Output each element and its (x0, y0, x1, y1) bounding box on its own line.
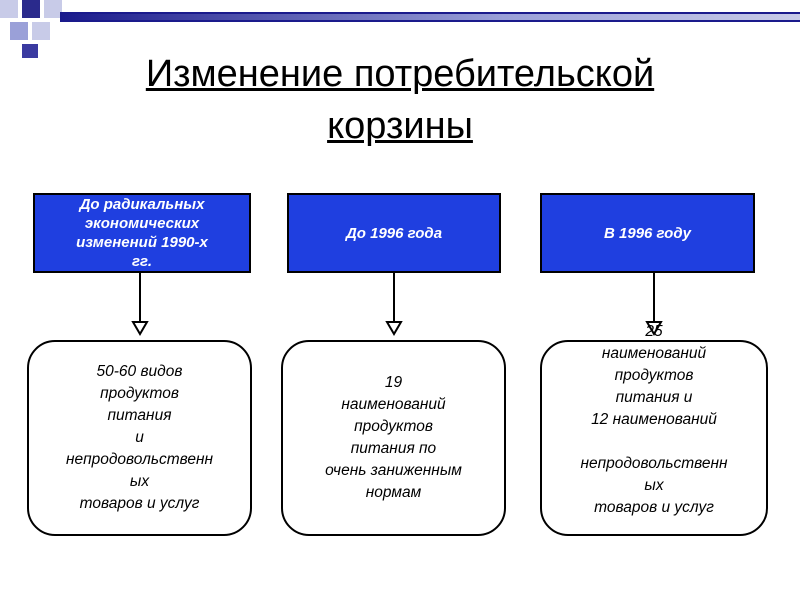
header-1-line-1: До радикальных (79, 196, 205, 213)
page-title: Изменение потребительской корзины (60, 48, 740, 152)
detail-1-line-1: 50-60 видов (96, 363, 183, 380)
header-box-before-1996: До 1996 года (287, 193, 501, 273)
detail-3-line-9: товаров и услуг (594, 499, 714, 516)
detail-1-line-4: и (135, 429, 144, 446)
detail-3-line-7: непродовольственн (580, 455, 728, 472)
detail-box-before-reforms: 50-60 видов продуктов питания и непродов… (27, 340, 252, 536)
decorative-header-pattern (0, 0, 800, 58)
detail-2-line-2: наименований (341, 396, 446, 413)
detail-1-line-3: питания (107, 407, 172, 424)
arrow-1 (131, 273, 149, 336)
header-1-line-3: изменений 1990-х (76, 234, 208, 251)
detail-box-before-1996: 19 наименований продуктов питания по оче… (281, 340, 506, 536)
detail-2-line-3: продуктов (354, 418, 433, 435)
detail-2-line-1: 19 (384, 374, 403, 391)
detail-3-line-2: наименований (601, 345, 707, 362)
detail-2-line-6: нормам (365, 484, 422, 501)
detail-3-line-5: 12 наименований (591, 411, 717, 428)
header-2-label: До 1996 года (345, 224, 443, 242)
detail-1-line-2: продуктов (100, 385, 179, 402)
detail-3-line-3: продуктов (614, 367, 694, 384)
detail-3-line-4: питания и (615, 389, 693, 406)
detail-2-line-5: очень заниженным (325, 462, 462, 479)
detail-2-line-4: питания по (350, 440, 437, 457)
detail-3-line-8: ых (644, 477, 664, 494)
detail-1-line-7: товаров и услуг (79, 495, 200, 512)
detail-3-line-1: 25 (645, 323, 663, 340)
detail-box-in-1996: 25 наименований продуктов питания и 12 н… (540, 323, 768, 536)
detail-3-line-6 (580, 431, 727, 453)
header-1-line-4: гг. (132, 253, 152, 270)
title-line-2: корзины (327, 105, 473, 147)
header-box-in-1996: В 1996 году (540, 193, 755, 273)
header-box-before-reforms: До радикальных экономических изменений 1… (33, 193, 251, 273)
header-3-label: В 1996 году (604, 224, 691, 242)
title-line-1: Изменение потребительской (145, 53, 655, 95)
arrow-2 (385, 273, 403, 336)
detail-1-line-6: ых (129, 473, 150, 490)
detail-1-line-5: непродовольственн (65, 451, 214, 468)
header-1-line-2: экономических (84, 215, 200, 232)
